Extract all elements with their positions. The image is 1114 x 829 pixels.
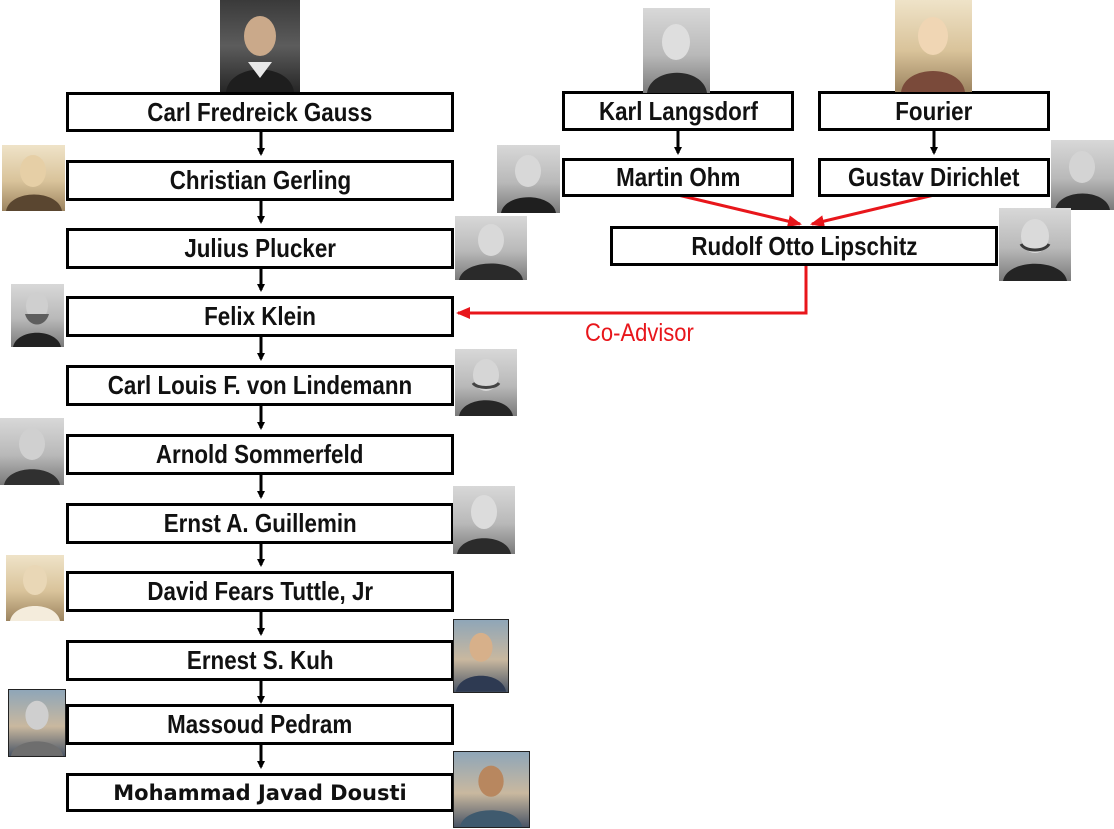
- node-label: Gustav Dirichlet: [848, 162, 1020, 192]
- node-felix-klein: Felix Klein: [66, 296, 454, 337]
- portrait-dousti: [453, 751, 530, 828]
- portrait-photo-icon: [1055, 151, 1110, 210]
- portrait-pedram: [8, 689, 66, 757]
- portrait-photo-icon: [4, 428, 60, 485]
- node-martin-ohm: Martin Ohm: [562, 158, 794, 197]
- node-label: Carl Fredreick Gauss: [147, 96, 373, 127]
- node-arnold-sommerfeld: Arnold Sommerfeld: [66, 434, 454, 475]
- portrait-photo-icon: [459, 765, 523, 827]
- node-label: Julius Plucker: [184, 233, 336, 263]
- portrait-photo-icon: [459, 359, 513, 416]
- node-david-fears-tuttle: David Fears Tuttle, Jr: [66, 571, 454, 612]
- node-label: Fourier: [895, 95, 973, 126]
- node-label: Ernst A. Guillemin: [163, 508, 357, 538]
- portrait-gauss: [220, 0, 300, 92]
- node-label: Carl Louis F. von Lindemann: [107, 370, 413, 400]
- node-ernst-guillemin: Ernst A. Guillemin: [66, 503, 454, 544]
- node-label: Christian Gerling: [169, 165, 351, 195]
- red-arrow-dirichlet-lipschitz: [810, 193, 935, 228]
- portrait-photo-icon: [6, 155, 62, 211]
- node-ernest-kuh: Ernest S. Kuh: [66, 640, 454, 681]
- node-fourier: Fourier: [818, 91, 1050, 131]
- node-carl-louis-von-lindemann: Carl Louis F. von Lindemann: [66, 365, 454, 406]
- node-massoud-pedram: Massoud Pedram: [66, 704, 454, 745]
- node-label: Karl Langsdorf: [598, 95, 758, 126]
- node-julius-plucker: Julius Plucker: [66, 228, 454, 269]
- node-label: Martin Ohm: [615, 162, 741, 192]
- portrait-photo-icon: [901, 17, 965, 92]
- node-carl-fredreick-gauss: Carl Fredreick Gauss: [66, 92, 454, 132]
- portrait-guillemin: [453, 486, 515, 554]
- red-arrow-lipschitz-klein: [456, 265, 808, 319]
- co-advisor-label: Co-Advisor: [585, 319, 694, 347]
- portrait-photo-icon: [459, 224, 523, 280]
- portrait-photo-icon: [13, 292, 61, 347]
- node-rudolf-otto-lipschitz: Rudolf Otto Lipschitz: [610, 226, 998, 266]
- portrait-lipschitz: [999, 208, 1071, 281]
- node-christian-gerling: Christian Gerling: [66, 160, 454, 201]
- node-mohammad-javad-dousti: Mohammad Javad Dousti: [66, 773, 454, 812]
- portrait-photo-icon: [647, 24, 707, 93]
- node-label: Mohammad Javad Dousti: [113, 780, 407, 805]
- portrait-photo-icon: [455, 632, 507, 692]
- portrait-photo-icon: [10, 565, 60, 621]
- portrait-photo-icon: [457, 495, 511, 554]
- portrait-tuttle: [6, 555, 64, 621]
- node-label: Ernest S. Kuh: [186, 645, 334, 675]
- red-arrow-ohm-lipschitz: [677, 193, 802, 228]
- portrait-dirichlet: [1051, 140, 1114, 210]
- portrait-lindemann: [455, 349, 517, 416]
- portrait-photo-icon: [10, 700, 64, 756]
- portrait-photo-icon: [501, 155, 556, 213]
- portrait-gerling: [2, 145, 65, 211]
- node-label: Rudolf Otto Lipschitz: [690, 230, 918, 261]
- portrait-ohm: [497, 145, 560, 213]
- portrait-photo-icon: [226, 16, 294, 92]
- node-label: David Fears Tuttle, Jr: [147, 576, 373, 606]
- node-karl-langsdorf: Karl Langsdorf: [562, 91, 794, 131]
- node-label: Massoud Pedram: [167, 709, 353, 739]
- portrait-langsdorf: [643, 8, 710, 93]
- portrait-plucker: [455, 216, 527, 280]
- portrait-klein: [11, 284, 64, 347]
- node-label: Arnold Sommerfeld: [156, 439, 364, 469]
- portrait-fourier: [895, 0, 972, 92]
- node-gustav-dirichlet: Gustav Dirichlet: [818, 158, 1050, 197]
- portrait-photo-icon: [1003, 219, 1067, 281]
- portrait-sommerfeld: [0, 418, 64, 485]
- portrait-kuh: [453, 619, 509, 693]
- node-label: Felix Klein: [204, 301, 316, 331]
